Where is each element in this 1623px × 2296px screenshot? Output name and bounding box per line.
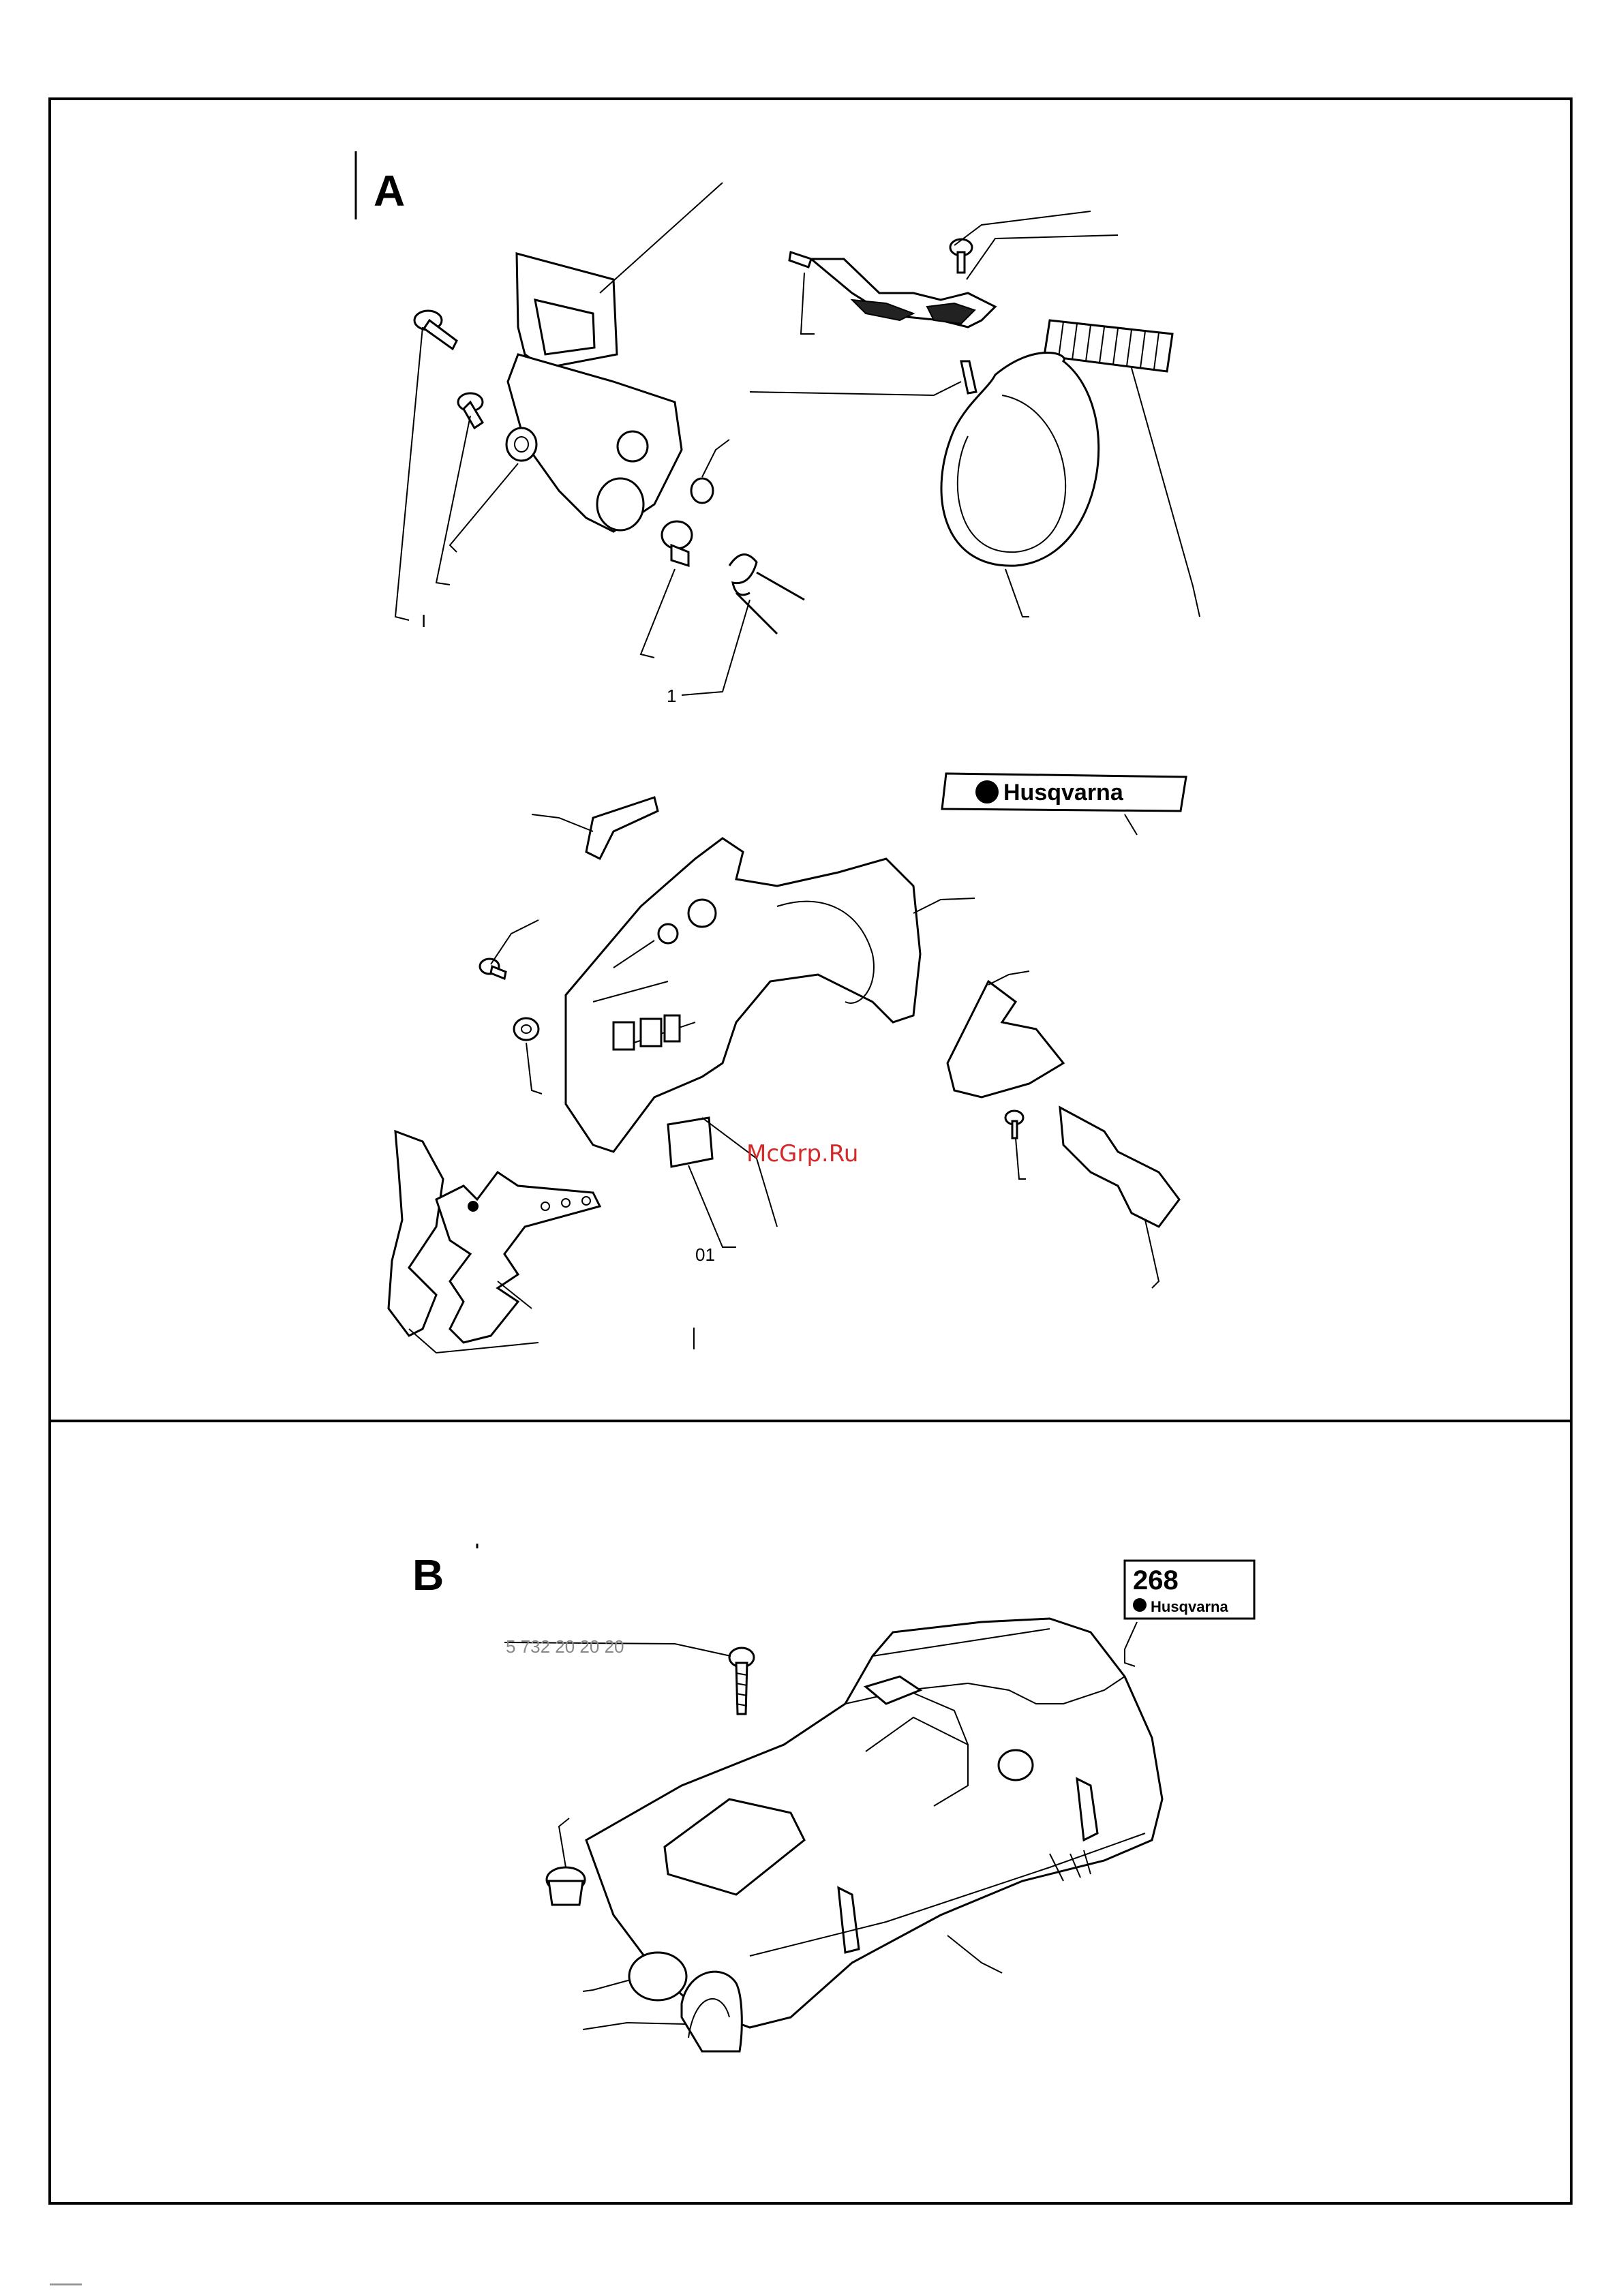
leader-line [559, 1818, 569, 1867]
leader-line [641, 569, 675, 658]
leader-line [491, 920, 539, 964]
leader-line [954, 211, 1091, 245]
cover-plug [547, 1867, 585, 1905]
leader-line [702, 1118, 777, 1227]
model-decal-b: 268 Husqvarna [1125, 1561, 1254, 1619]
bracket-bolt-short [458, 393, 483, 428]
guide-plate-screw [1005, 1111, 1023, 1138]
chain-catcher [668, 1118, 712, 1167]
bumper-spike [389, 1131, 600, 1343]
brake-lever [811, 259, 995, 327]
leader-line [395, 327, 423, 620]
leader-line [682, 600, 750, 695]
brake-band [941, 353, 1099, 566]
cover-screw-b [729, 1648, 754, 1714]
panel-a-frame [50, 99, 1571, 1421]
bracket-nut-small [691, 478, 713, 503]
leader-line [913, 898, 975, 913]
leader-line [1125, 1622, 1137, 1666]
leader-line [947, 1935, 1002, 1973]
lever-pin [789, 252, 811, 267]
guide-plate [947, 981, 1063, 1097]
leader-line [801, 273, 815, 334]
leader-line [436, 416, 470, 585]
leader-line [1016, 1138, 1026, 1179]
brake-band-pin [961, 361, 976, 393]
leader-line [988, 971, 1029, 985]
leader-line [583, 1980, 631, 1991]
callout-tick: I [421, 611, 426, 631]
callout-tick: 01 [695, 1244, 715, 1265]
bracket-bushing [662, 521, 692, 566]
decal-model-number: 268 [1133, 1565, 1179, 1595]
callout-screw-partno: 5 732 20 20 20 [506, 1636, 624, 1657]
panel-b-label: B [412, 1550, 444, 1599]
leader-line [1132, 368, 1200, 617]
leader-line [450, 463, 518, 552]
leader-line [1125, 814, 1137, 835]
decal-brand-text-a: Husqvarna [1003, 780, 1124, 806]
leader-line [967, 235, 1118, 279]
intake-cover [682, 1972, 742, 2051]
lever-screw [950, 239, 972, 273]
chain-guard-plate [1060, 1107, 1179, 1227]
cover-nut [514, 1018, 539, 1040]
leader-line [702, 440, 729, 477]
leader-line [583, 2023, 685, 2030]
leader-line [526, 1043, 542, 1094]
leader-line [1145, 1220, 1159, 1288]
leader-line [532, 814, 593, 831]
cover-clip [586, 797, 658, 859]
decal-brand-text-b: Husqvarna [1151, 1598, 1228, 1615]
leader-line [750, 382, 961, 395]
round-cap [629, 1953, 686, 2000]
chain-brake-bracket [508, 183, 723, 532]
bracket-washer [506, 428, 536, 461]
callout-1: 1 [667, 686, 676, 706]
torsion-spring [729, 555, 804, 634]
leader-line [1005, 569, 1029, 617]
watermark: McGrp.Ru [746, 1140, 858, 1167]
clutch-cover [566, 838, 920, 1152]
husqvarna-decal-a: Husqvarna [942, 774, 1186, 811]
panel-a-label: A [374, 166, 405, 215]
leader-line [688, 1165, 736, 1247]
